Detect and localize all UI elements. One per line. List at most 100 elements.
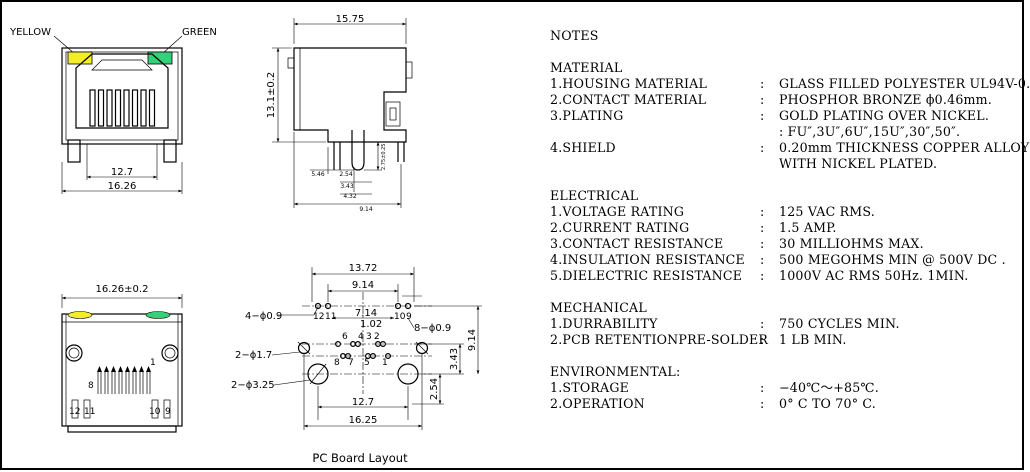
spec-row: 1.HOUSING MATERIAL:GLASS FILLED POLYESTE… [550, 76, 1030, 91]
dim-5-46: 5.46 [311, 171, 325, 178]
material-header: MATERIAL [550, 60, 623, 75]
notes-title: NOTES [550, 28, 599, 43]
contact-pin [132, 366, 137, 394]
pcb-pin-1: 1 [382, 358, 388, 368]
pin-label-10: 10 [149, 407, 161, 417]
spec-row: 2.CONTACT MATERIAL:PHOSPHOR BRONZE ϕ0.46… [550, 92, 993, 107]
yellow-led-bottom [67, 311, 93, 319]
dim-9-14-pcb: 9.14 [467, 329, 478, 351]
pcb-pin-10: 10 [394, 312, 406, 322]
contact-pin [111, 366, 116, 394]
contact-finger [123, 89, 130, 127]
side-pin-a [333, 142, 341, 170]
pcb-pin-8: 8 [334, 358, 340, 368]
pin-label-11: 11 [84, 407, 95, 417]
side-view: 15.75 13.1±0.2 5.46 2.54 3.43 4.32 9.14 … [266, 14, 413, 213]
bottom-view: 16.26±0.2 1 8 12 11 10 9 [61, 284, 183, 433]
spec-row-cont: WITH NICKEL PLATED. [779, 156, 938, 171]
spec-row: 1.DURRABILITY:750 CYCLES MIN. [550, 316, 900, 331]
dim-16-25: 16.25 [349, 415, 378, 426]
yellow-leader [53, 35, 76, 55]
hole-phi17-left [297, 341, 311, 355]
spec-row: 2.CURRENT RATING:1.5 AMP. [550, 220, 837, 235]
front-shield-inner [65, 51, 179, 141]
dim-15-75: 15.75 [336, 14, 365, 25]
front-view: YELLOW GREEN 12.7 16.26 [9, 27, 217, 194]
dim-9-14: 9.14 [359, 206, 373, 213]
retention-post-right [161, 344, 179, 362]
contact-finger [140, 89, 147, 127]
green-led-bottom [145, 311, 171, 319]
pcb-pin-7: 7 [348, 358, 354, 368]
pcb-pin-11: 11 [325, 312, 336, 322]
spec-row: 2.PCB RETENTIONPRE-SOLDER:1 LB MIN. [550, 332, 847, 347]
hole-4-phi09-right [394, 302, 402, 310]
pin-label-9: 9 [165, 407, 171, 417]
hole-phi325-left [307, 363, 329, 385]
hole-phi17-right [415, 341, 429, 355]
bottom-base [67, 425, 177, 433]
side-pin-b [351, 130, 365, 171]
signal-hole [340, 353, 347, 360]
environmental-header: ENVIRONMENTAL: [550, 364, 681, 379]
dim-2-54-pcb: 2.54 [429, 378, 440, 400]
hole-callout-4: 4−ϕ0.9 [245, 311, 282, 322]
yellow-led [67, 51, 93, 65]
signal-hole [370, 353, 377, 360]
contact-pin [97, 366, 102, 394]
dim-4-32: 4.32 [343, 193, 357, 200]
dim-13-72: 13.72 [349, 263, 378, 274]
pcb-pin-3: 3 [366, 332, 372, 342]
pcb-pin-2: 2 [374, 332, 380, 342]
hole-4-phi09-left [314, 302, 322, 310]
contact-finger [89, 89, 96, 127]
spec-row: 4.INSULATION RESISTANCE:500 MEGOHMS MIN … [550, 252, 1006, 267]
dim-16-26-tol: 16.26±0.2 [96, 284, 149, 295]
contact-finger [97, 89, 105, 127]
pcb-signal-holes [335, 341, 392, 360]
pin-label-8: 8 [88, 381, 94, 391]
green-label: GREEN [182, 27, 217, 38]
pin-label-1: 1 [150, 358, 156, 368]
green-leader [161, 35, 183, 55]
hole-callout-2a: 2−ϕ1.7 [235, 350, 272, 361]
dim-13-1: 13.1±0.2 [266, 72, 277, 119]
front-contacts [89, 89, 156, 127]
yellow-label: YELLOW [9, 27, 51, 38]
spec-row-cont: : FU″,3U″,6U″,15U″,30″,50″. [779, 124, 961, 139]
contact-finger [148, 89, 156, 127]
contact-finger [131, 89, 139, 127]
dim-12-7-pcb: 12.7 [352, 397, 374, 408]
spec-row: 3.PLATING:GOLD PLATING OVER NICKEL. [550, 108, 990, 123]
notes-panel: NOTES MATERIAL 1.HOUSING MATERIAL:GLASS … [550, 28, 1030, 412]
contact-finger [114, 89, 122, 127]
front-housing [61, 47, 183, 145]
pcb-layout: 13.72 9.14 7.14 1.02 12 11 10 9 6 4 3 2 … [231, 263, 482, 465]
spec-row: 4.SHIELD:0.20mm THICKNESS COPPER ALLOY [550, 140, 1030, 155]
dim-12-7: 12.7 [111, 167, 133, 178]
signal-hole [385, 353, 392, 360]
dim-16-26: 16.26 [108, 181, 137, 192]
side-pin-c [397, 142, 405, 162]
spec-row: 2.OPERATION:0° C TO 70° C. [550, 396, 876, 411]
electrical-header: ELECTRICAL [550, 188, 639, 203]
dim-2-75: 2.75±0.25 [381, 144, 387, 170]
spec-row: 3.CONTACT RESISTANCE:30 MILLIOHMS MAX. [550, 236, 924, 251]
pcb-pin-12: 12 [313, 312, 324, 322]
side-housing [293, 47, 407, 143]
rj45-opening [75, 53, 169, 129]
contact-pin [146, 366, 151, 394]
pcb-pin-5: 5 [364, 358, 370, 368]
mechanical-header: MECHANICAL [550, 300, 647, 315]
latch-slot [91, 59, 153, 71]
dim-3-43-pcb: 3.43 [449, 348, 460, 370]
dim-2-54: 2.54 [339, 171, 353, 178]
pcb-pin-6: 6 [342, 332, 348, 342]
dim-1-02: 1.02 [360, 319, 382, 330]
contact-finger [106, 89, 113, 127]
pcb-layout-title: PC Board Layout [312, 451, 408, 465]
spec-row: 1.STORAGE:−40℃〜+85℃. [550, 380, 879, 395]
retention-post-left [65, 344, 83, 362]
spec-row: 1.VOLTAGE RATING:125 VAC RMS. [550, 204, 875, 219]
